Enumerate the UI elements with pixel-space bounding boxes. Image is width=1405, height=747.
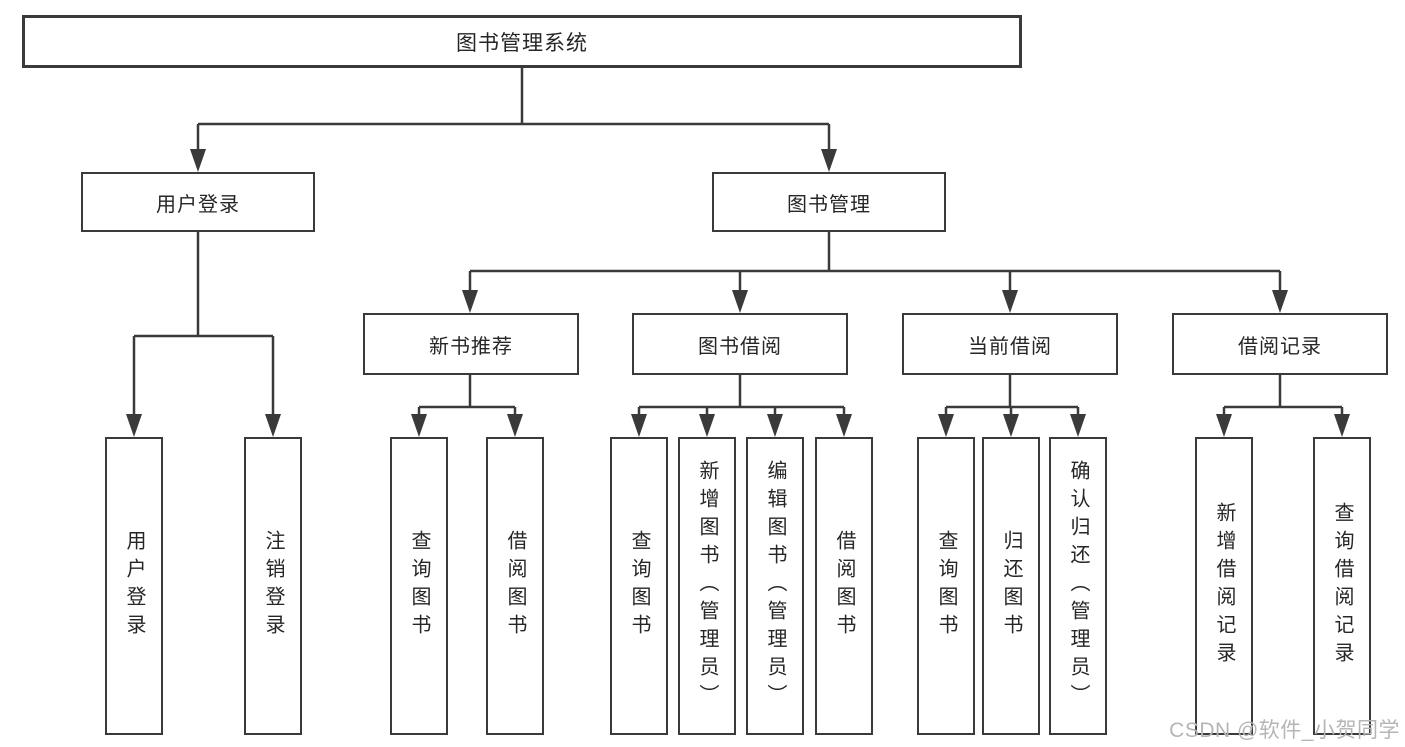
- leaf-borrow-books-recommend: 借阅图书: [486, 437, 544, 735]
- node-label: 借阅记录: [1238, 335, 1322, 358]
- node-new-book-recommend: 新书推荐: [363, 313, 579, 375]
- node-book-management: 图书管理: [712, 172, 946, 232]
- node-label: 当前借阅: [968, 335, 1052, 358]
- node-book-borrow: 图书借阅: [632, 313, 848, 375]
- leaf-query-books-recommend: 查询图书: [390, 437, 448, 735]
- leaf-label: 查询图书: [935, 530, 957, 642]
- leaf-query-books-borrow: 查询图书: [610, 437, 668, 735]
- arrowheads: [126, 149, 1350, 437]
- leaf-label: 查询图书: [628, 530, 650, 642]
- node-label: 图书管理系统: [456, 31, 588, 55]
- node-label: 新书推荐: [429, 335, 513, 358]
- node-label: 图书借阅: [698, 335, 782, 358]
- leaf-label: 新增图书（管理员）: [696, 460, 718, 712]
- leaf-label: 编辑图书（管理员）: [764, 460, 786, 712]
- leaf-borrow-books: 借阅图书: [815, 437, 873, 735]
- leaf-label: 用户登录: [123, 530, 145, 642]
- leaf-label: 查询图书: [408, 530, 430, 642]
- node-library-management-system: 图书管理系统: [22, 15, 1022, 68]
- leaf-logout: 注销登录: [244, 437, 302, 735]
- leaf-label: 借阅图书: [833, 530, 855, 642]
- node-current-borrow: 当前借阅: [902, 313, 1118, 375]
- leaf-add-borrow-record: 新增借阅记录: [1195, 437, 1253, 735]
- leaf-query-borrow-record: 查询借阅记录: [1313, 437, 1371, 735]
- node-label: 用户登录: [156, 193, 240, 216]
- leaf-label: 确认归还（管理员）: [1067, 460, 1089, 712]
- leaf-label: 注销登录: [262, 530, 284, 642]
- leaf-query-books-current: 查询图书: [917, 437, 975, 735]
- leaf-label: 借阅图书: [504, 530, 526, 642]
- node-borrow-record: 借阅记录: [1172, 313, 1388, 375]
- leaf-label: 归还图书: [1000, 530, 1022, 642]
- leaf-edit-books-admin: 编辑图书（管理员）: [746, 437, 804, 735]
- node-user-login: 用户登录: [81, 172, 315, 232]
- leaf-return-books: 归还图书: [982, 437, 1040, 735]
- leaf-label: 新增借阅记录: [1213, 502, 1235, 670]
- csdn-watermark: CSDN @软件_小贺同学: [1169, 719, 1400, 742]
- leaf-confirm-return-admin: 确认归还（管理员）: [1049, 437, 1107, 735]
- leaf-add-books-admin: 新增图书（管理员）: [678, 437, 736, 735]
- leaf-user-login: 用户登录: [105, 437, 163, 735]
- leaf-label: 查询借阅记录: [1331, 502, 1353, 670]
- node-label: 图书管理: [787, 193, 871, 216]
